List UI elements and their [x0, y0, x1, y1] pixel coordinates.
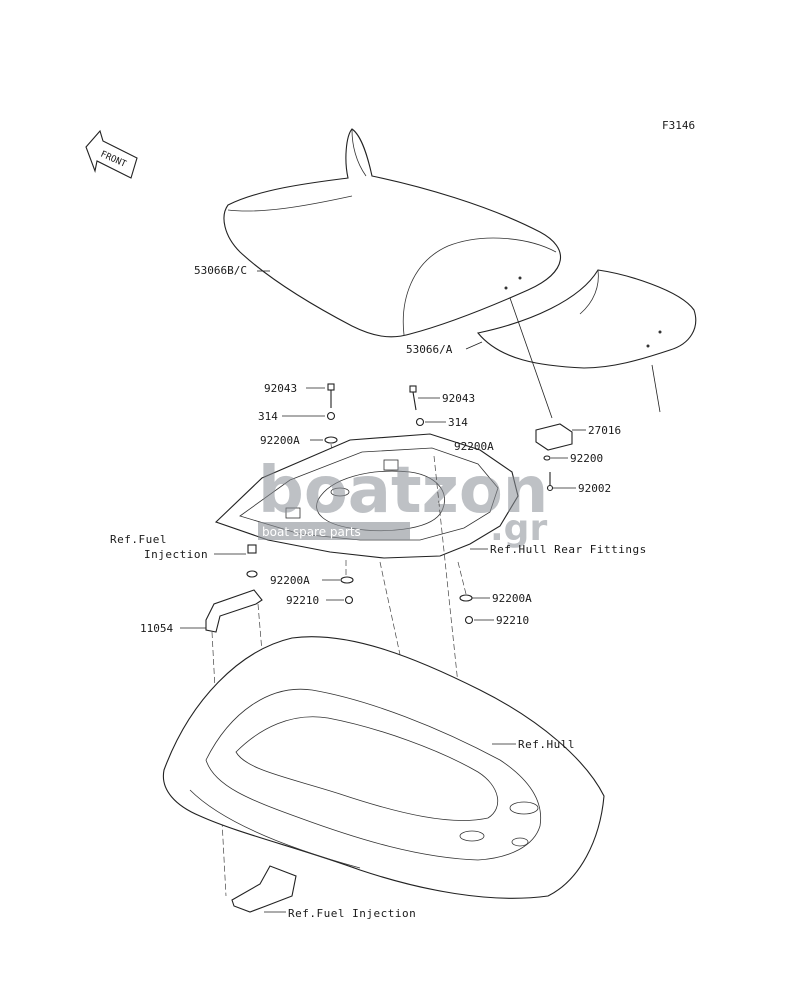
label-bolt-right: 92043 [442, 392, 475, 405]
label-seat-front: 53066B/C [194, 264, 247, 277]
seat-front [223, 128, 562, 338]
nut-left-icon [326, 411, 336, 421]
figure-code: F3146 [662, 119, 695, 132]
latch-washer-icon [543, 455, 551, 461]
label-washer-low-left: 92200A [270, 574, 310, 587]
nut-low-right-icon [464, 615, 474, 625]
label-latch: 27016 [588, 424, 621, 437]
lead-rear-seat-edge [651, 364, 661, 413]
lead-seat-rear [465, 341, 483, 350]
label-latch-washer: 92200 [570, 452, 603, 465]
lead-seat-latch [509, 297, 553, 419]
hull [162, 636, 605, 899]
ref-fuel-injection-bottom: Ref.Fuel Injection [288, 907, 416, 920]
ref-hull-rear-fittings: Ref.Hull Rear Fittings [490, 543, 647, 556]
label-seat-rear: 53066/A [406, 343, 453, 356]
ref-hull: Ref.Hull [518, 738, 575, 751]
label-nut-left: 314 [258, 410, 278, 423]
label-nut-low-right: 92210 [496, 614, 529, 627]
latch-icon [535, 423, 573, 451]
label-bolt-left: 92043 [264, 382, 297, 395]
nut-low-left-icon [344, 595, 354, 605]
label-washer-top-left: 92200A [260, 434, 300, 447]
label-bracket: 11054 [140, 622, 173, 635]
washer-low-left-icon [340, 576, 354, 584]
label-latch-bolt: 92002 [578, 482, 611, 495]
ref-fuel-injection-top-line1: Ref.Fuel [110, 533, 167, 546]
latch-bolt-icon [546, 472, 554, 492]
bracket-icon [205, 589, 263, 633]
washer-low-right-icon [459, 594, 473, 602]
label-washer-low-right: 92200A [492, 592, 532, 605]
washer-left-icon [324, 436, 338, 444]
watermark-main: boatzon [258, 454, 548, 528]
watermark-tagline: boat spare parts [262, 525, 361, 539]
watermark: boatzon .gr boat spare parts [258, 454, 548, 549]
nut-right-icon [415, 417, 425, 427]
watermark-suffix: .gr [490, 508, 547, 549]
fuel-injection-bracket-icon [231, 865, 297, 913]
ref-fuel-injection-top-line2: Injection [144, 548, 208, 561]
bolt-right-icon [409, 385, 417, 411]
front-arrow-icon: FRONT [85, 129, 138, 179]
label-nut-right: 314 [448, 416, 468, 429]
fuel-injection-clip-icon [246, 544, 258, 578]
label-nut-low-left: 92210 [286, 594, 319, 607]
label-washer-top-right: 92200A [454, 440, 494, 453]
seat-rear [477, 269, 697, 369]
bolt-left-icon [327, 383, 335, 408]
